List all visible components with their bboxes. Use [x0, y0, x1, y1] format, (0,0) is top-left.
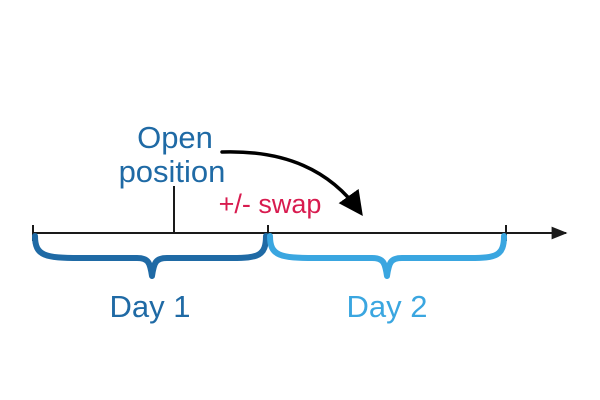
position-label: position	[119, 154, 226, 189]
swap-curved-arrow	[220, 150, 363, 216]
day1-brace	[32, 233, 269, 279]
day2-label: Day 2	[347, 289, 428, 324]
day2-brace	[267, 233, 507, 279]
day1-label: Day 1	[110, 289, 191, 324]
open-label: Open	[137, 120, 213, 155]
swap-label: +/- swap	[219, 189, 322, 219]
